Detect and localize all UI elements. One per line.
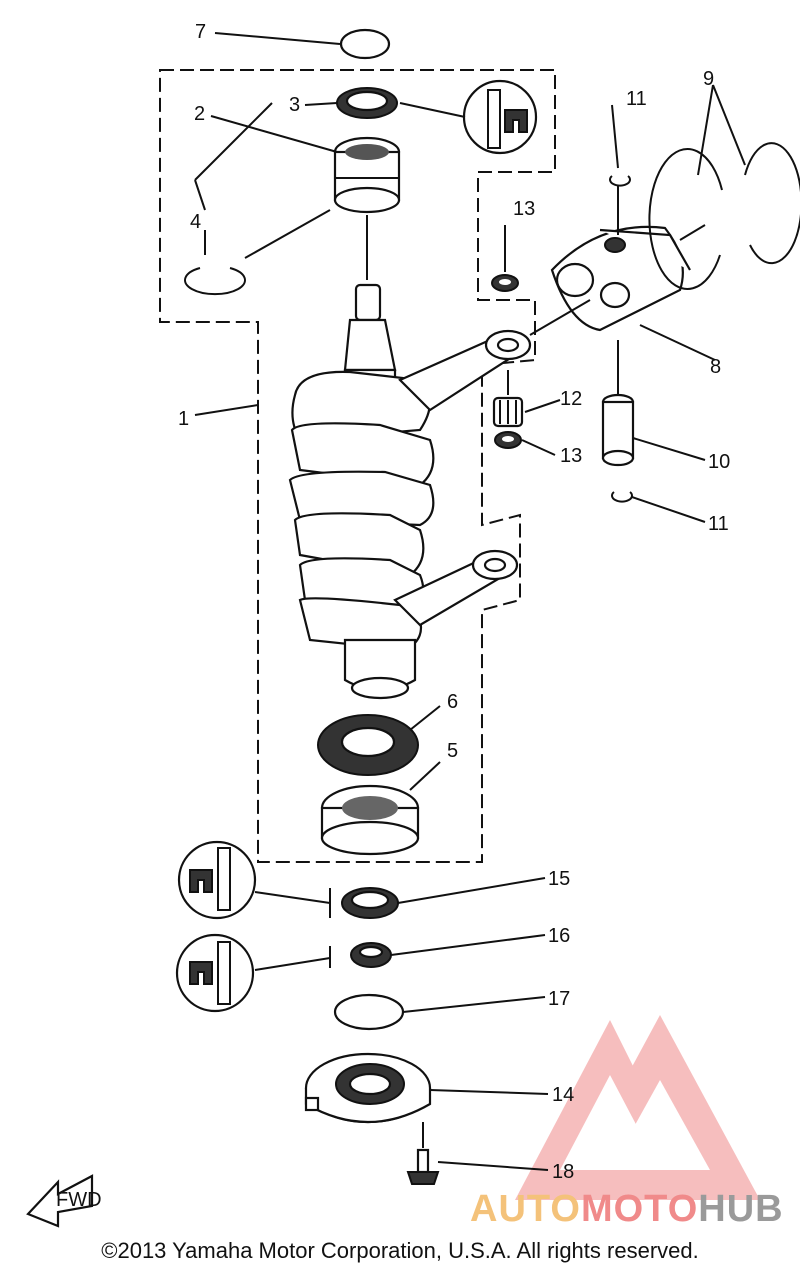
callout-11-bottom: 11 — [708, 513, 729, 535]
callout-4: 4 — [190, 211, 201, 233]
callout-9: 9 — [703, 68, 714, 90]
part-4-circlip[interactable] — [184, 267, 246, 296]
callout-2: 2 — [194, 103, 205, 125]
callout-12: 12 — [560, 388, 582, 410]
part-18-bolt[interactable] — [406, 1148, 440, 1185]
part-9-piston-rings[interactable] — [648, 142, 800, 290]
callout-labels: 7 3 2 4 1 11 9 13 8 12 13 10 11 6 5 15 1… — [178, 21, 730, 1183]
part-17-o-ring[interactable] — [333, 993, 405, 1031]
callout-7: 7 — [195, 21, 206, 43]
watermark-moto: MOTO — [580, 1188, 699, 1230]
callout-13-bottom: 13 — [560, 445, 582, 467]
part-3-oil-seal[interactable] — [336, 87, 398, 119]
part-11-clip-lower[interactable] — [611, 491, 633, 503]
part-16-oil-seal[interactable] — [350, 942, 392, 968]
callout-3: 3 — [289, 94, 300, 116]
watermark-auto: AUTO — [470, 1188, 581, 1230]
callout-13-top: 13 — [513, 198, 535, 220]
part-8-piston[interactable] — [550, 225, 691, 332]
callout-17: 17 — [548, 988, 570, 1010]
fwd-arrow-icon: FWD — [26, 1174, 102, 1228]
part-15-oil-seal[interactable] — [341, 887, 399, 919]
seal-detail-bubble-top — [462, 79, 538, 155]
part-10-piston-pin[interactable] — [601, 393, 635, 467]
part-2-bearing[interactable] — [333, 136, 401, 214]
part-6-seal-ring[interactable] — [317, 714, 419, 776]
watermark-hub: HUB — [698, 1188, 784, 1230]
part-11-clip-upper[interactable] — [609, 175, 631, 187]
part-14-housing[interactable] — [304, 1052, 432, 1124]
callout-14: 14 — [552, 1084, 574, 1106]
leader-lines — [194, 32, 746, 1171]
callout-18: 18 — [552, 1161, 574, 1183]
callout-16: 16 — [548, 925, 570, 947]
callout-6: 6 — [447, 691, 458, 713]
copyright-notice: ©2013 Yamaha Motor Corporation, U.S.A. A… — [101, 1238, 699, 1263]
part-13-washer-lower[interactable] — [494, 431, 522, 449]
part-1-crankshaft-assembly[interactable] — [288, 283, 532, 700]
assembly-boundary — [159, 69, 556, 863]
callout-11-top: 11 — [626, 88, 647, 110]
seal-detail-bubble-15 — [177, 840, 257, 920]
callout-1: 1 — [178, 408, 189, 430]
callout-5: 5 — [447, 740, 458, 762]
callout-10: 10 — [708, 451, 730, 473]
fwd-label: FWD — [56, 1189, 102, 1211]
part-5-ball-bearing[interactable] — [320, 784, 420, 856]
watermark-logo — [515, 1015, 760, 1200]
seal-detail-bubble-16 — [175, 933, 255, 1013]
part-13-washer-upper[interactable] — [491, 274, 519, 292]
part-7-o-ring[interactable] — [339, 28, 391, 60]
watermark-brand: AUTOMOTOHUB — [470, 1188, 784, 1231]
callout-8: 8 — [710, 356, 721, 378]
callout-15: 15 — [548, 868, 570, 890]
part-12-needle-bearing[interactable] — [492, 396, 524, 428]
